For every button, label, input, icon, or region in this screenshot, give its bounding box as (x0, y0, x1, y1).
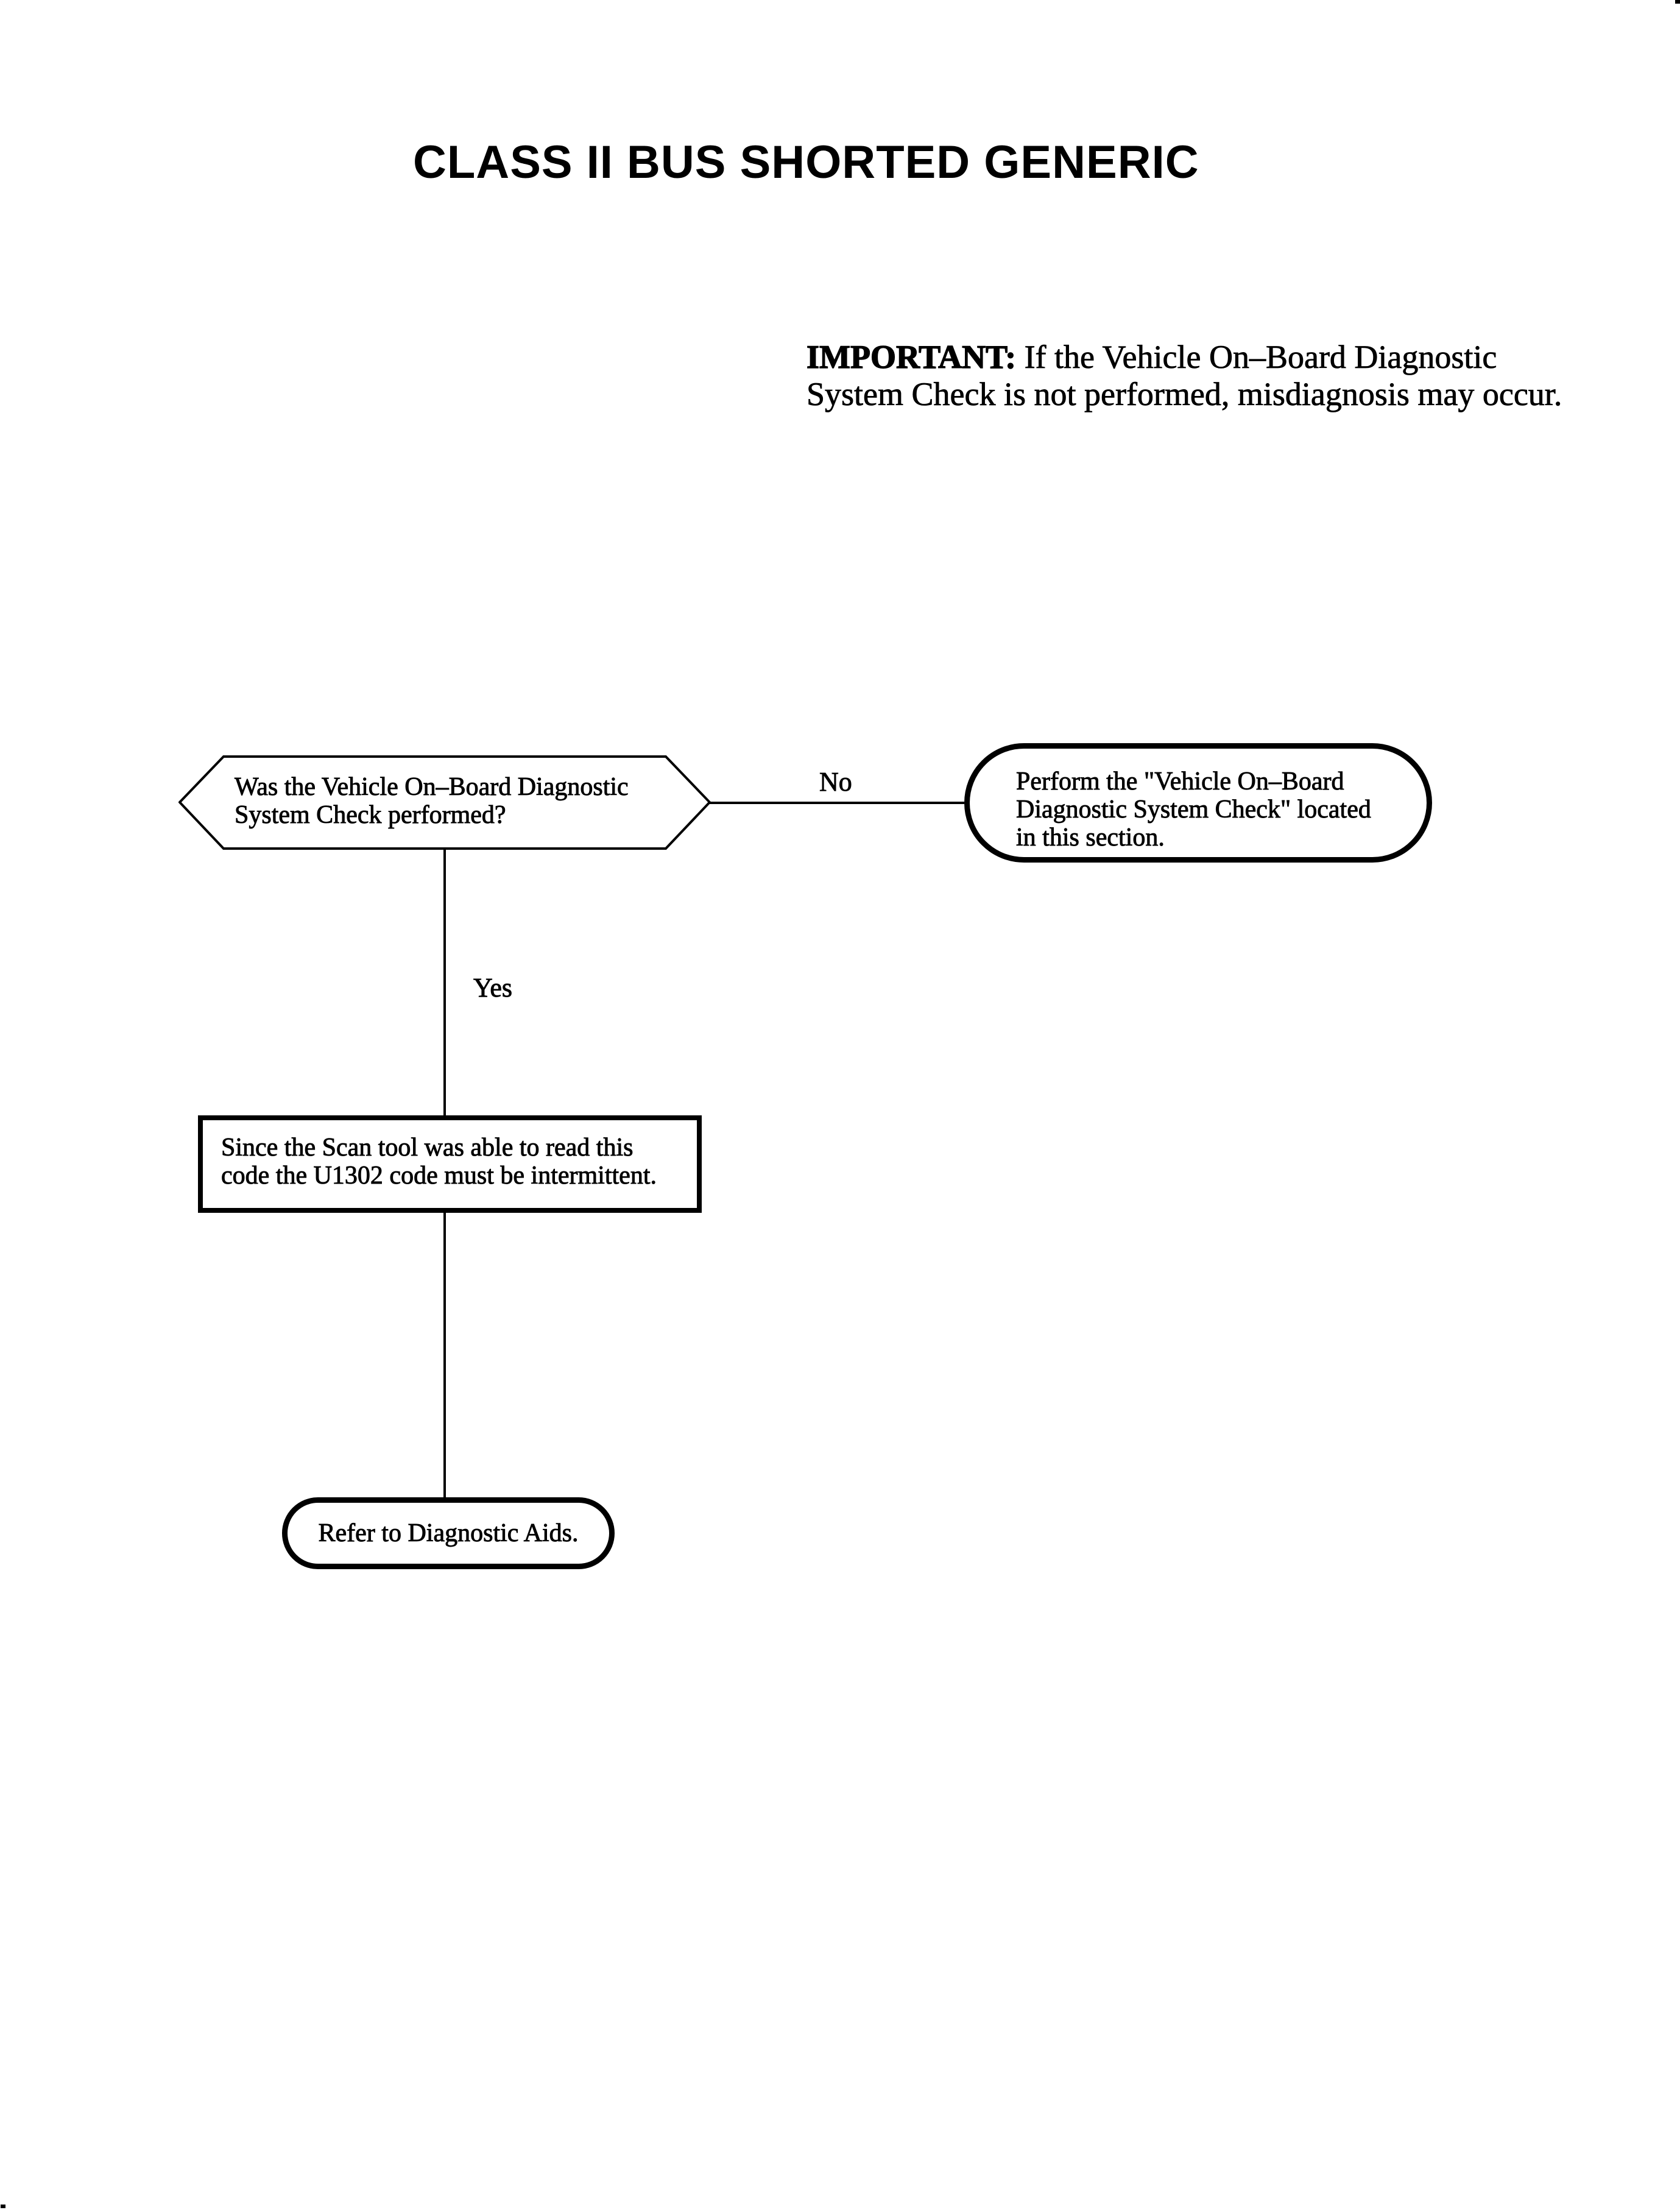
statement-node: Since the Scan tool was able to read thi… (198, 1115, 702, 1213)
statement-line-1: Since the Scan tool was able to read thi… (221, 1134, 634, 1162)
connector-down-line (443, 1213, 446, 1499)
no-action-line-3: in this section. (1016, 824, 1165, 852)
terminal-node: Refer to Diagnostic Aids. (282, 1497, 615, 1569)
no-action-line-2: Diagnostic System Check" located (1016, 796, 1372, 824)
connector-yes-line (443, 849, 446, 1115)
important-line-2: System Check is not performed, misdiagno… (806, 376, 1562, 413)
decision-line-2: System Check performed? (235, 801, 506, 830)
no-action-line-1: Perform the "Vehicle On–Board (1016, 768, 1344, 796)
no-action-text: Perform the "Vehicle On–Board Diagnostic… (1016, 768, 1372, 852)
terminal-text: Refer to Diagnostic Aids. (318, 1519, 579, 1548)
important-label: IMPORTANT: (806, 338, 1017, 375)
statement-text: Since the Scan tool was able to read thi… (221, 1134, 657, 1190)
important-note: IMPORTANT: If the Vehicle On–Board Diagn… (806, 338, 1617, 413)
scan-speck-bottom-left (1, 2205, 5, 2208)
no-branch-label: No (819, 767, 853, 797)
statement-line-2: code the U1302 code must be intermittent… (221, 1162, 657, 1190)
decision-text: Was the Vehicle On–Board Diagnostic Syst… (235, 773, 629, 830)
scan-speck-top-right (1675, 0, 1680, 4)
page-title: CLASS II BUS SHORTED GENERIC (413, 136, 1199, 188)
no-action-node: Perform the "Vehicle On–Board Diagnostic… (964, 743, 1432, 863)
connector-no-line (708, 802, 964, 804)
decision-node: Was the Vehicle On–Board Diagnostic Syst… (178, 755, 711, 850)
yes-branch-label: Yes (473, 973, 513, 1003)
decision-line-1: Was the Vehicle On–Board Diagnostic (235, 773, 629, 802)
important-line-1: If the Vehicle On–Board Diagnostic (1016, 339, 1497, 376)
